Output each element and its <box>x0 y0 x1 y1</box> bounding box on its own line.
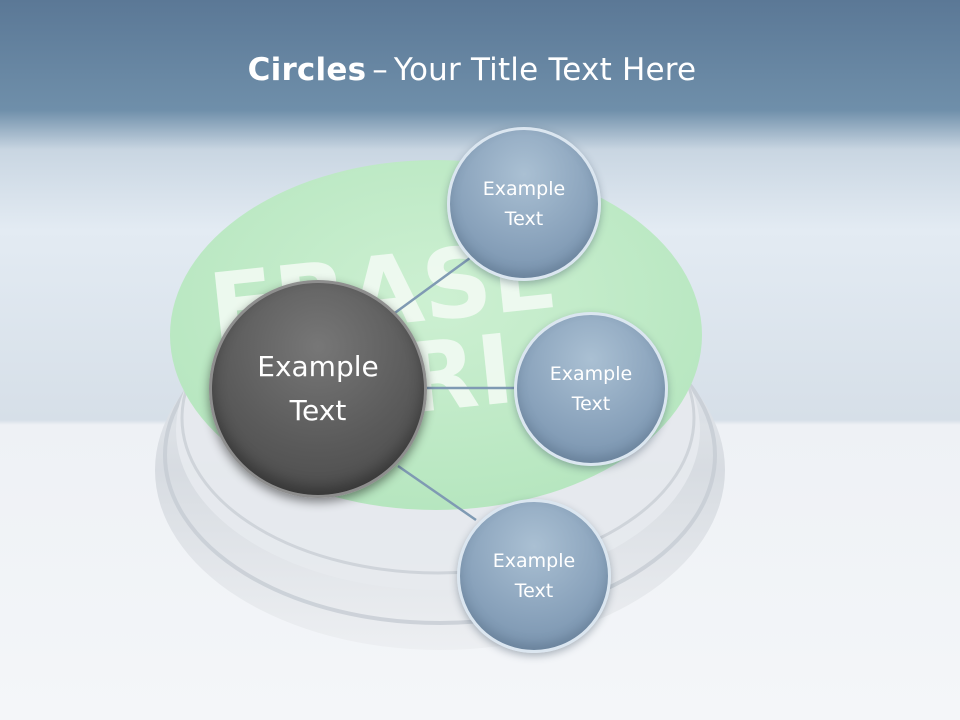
center-circle-label: Example Text <box>257 350 379 427</box>
satellite-circle-bottom[interactable]: Example Text <box>457 499 611 653</box>
center-circle[interactable]: Example Text <box>209 280 427 498</box>
slide-title: Circles–Your Title Text Here <box>0 52 944 88</box>
title-dash: – <box>372 52 388 88</box>
connector-line-top <box>391 256 471 317</box>
title-rest: Your Title Text Here <box>393 52 697 88</box>
satellite-label-top: Example Text <box>482 178 566 230</box>
satellite-label-middle: Example Text <box>549 363 633 415</box>
satellite-label-bottom: Example Text <box>492 550 576 602</box>
title-bold: Circles <box>247 52 367 88</box>
satellite-circle-middle[interactable]: Example Text <box>514 312 668 466</box>
connector-line-bottom <box>397 464 477 522</box>
satellite-circle-top[interactable]: Example Text <box>447 127 601 281</box>
